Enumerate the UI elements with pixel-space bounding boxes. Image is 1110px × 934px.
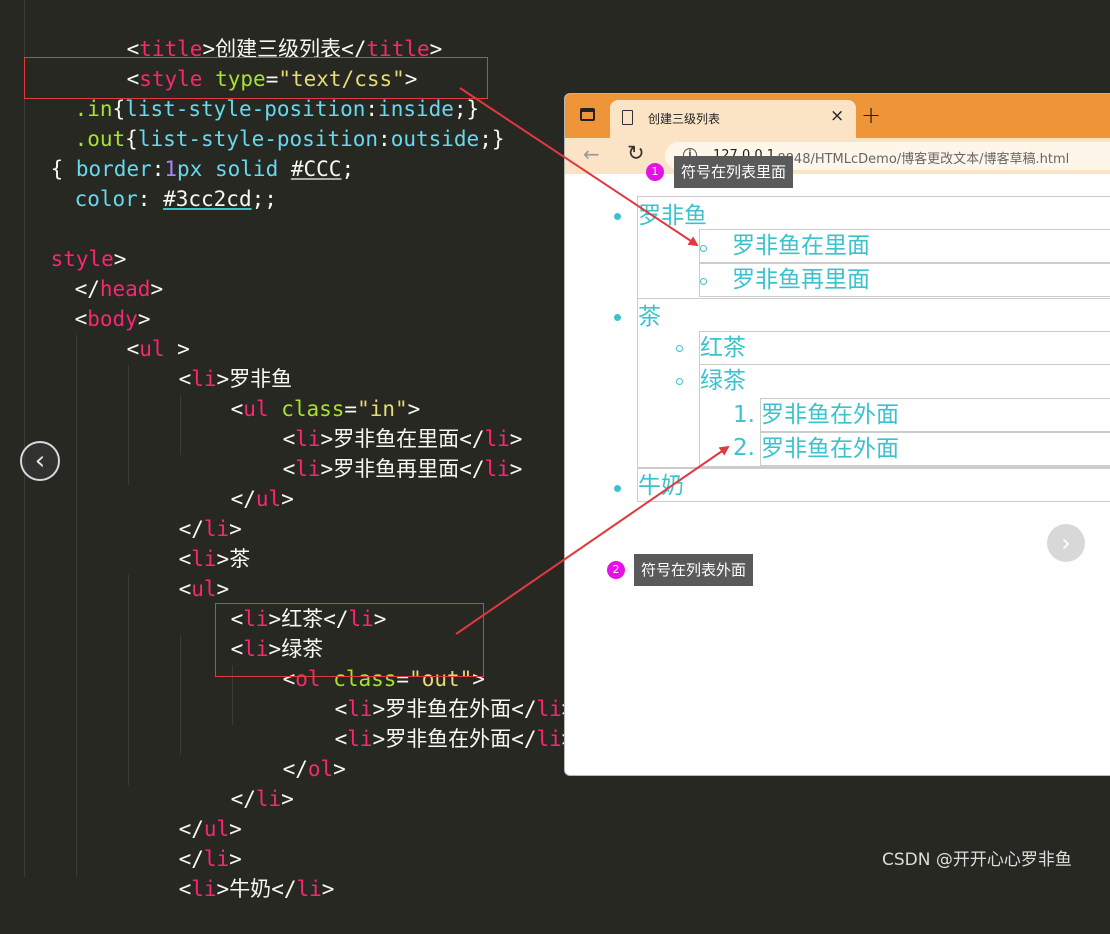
list-item [637, 298, 1110, 468]
code-line: { border:1px solid #CCC; [50, 157, 355, 181]
annotation-box-inside [24, 57, 488, 99]
indent-guide [180, 635, 181, 755]
callout-label: 符号在列表里面 [674, 156, 794, 188]
code-line: </head> [74, 277, 164, 301]
list-item-label: 茶 [638, 304, 661, 330]
url-path: :8848/HTMLcDemo/博客更改文本/博客草稿.html [773, 152, 1070, 167]
bullet-disc [614, 314, 621, 321]
browser-window: 创建三级列表 × + ← ↻ i 127.0.0.1 :8848/HTMLcDe… [564, 93, 1110, 776]
code-text: 红茶 [281, 607, 324, 631]
code-line: </li> [178, 517, 242, 541]
code-line: <li>罗非鱼 [178, 367, 293, 391]
page-icon [622, 110, 633, 125]
list-item [637, 468, 1110, 502]
bullet-circle [700, 278, 707, 285]
bullet-disc [614, 485, 621, 492]
list-item-label: 红茶 [700, 335, 746, 361]
code-line: </li> [230, 787, 294, 811]
code-text: 罗非鱼在外面 [385, 727, 512, 751]
indent-guide [128, 365, 129, 485]
code-line: <li>绿茶 [230, 637, 324, 661]
bullet-circle [676, 345, 683, 352]
code-line: <li>罗非鱼在外面</li> [334, 727, 575, 751]
callout-label: 符号在列表外面 [634, 554, 754, 586]
code-line: <li>牛奶</li> [178, 877, 335, 901]
list-item-label: 罗非鱼在外面 [761, 402, 899, 428]
code-text: 牛奶 [229, 877, 272, 901]
code-line: <ul > [126, 337, 190, 361]
code-editor: <title>创建三级列表</title> <style type="text/… [20, 0, 575, 901]
code-text: 罗非鱼 [229, 367, 293, 391]
list-item-label: 罗非鱼在外面 [761, 436, 899, 462]
chevron-left-icon[interactable]: ‹ [20, 441, 60, 481]
reload-icon[interactable]: ↻ [627, 141, 645, 165]
list-item [699, 263, 1110, 297]
window-icon[interactable] [580, 108, 595, 121]
code-line: <body> [74, 307, 151, 331]
code-text: 罗非鱼在外面 [385, 697, 512, 721]
chevron-right-icon[interactable]: › [1047, 524, 1085, 562]
code-line: <ul> [178, 577, 230, 601]
indent-guide [128, 575, 129, 785]
indent-guide [232, 665, 233, 725]
list-item-label: 绿茶 [700, 368, 746, 394]
code-line: </li> [178, 847, 242, 871]
callout-number: 2 [607, 561, 625, 579]
list-number: 1. [733, 402, 755, 428]
list-item [699, 331, 1110, 365]
list-item-label: 罗非鱼再里面 [732, 267, 870, 293]
bullet-circle [700, 245, 707, 252]
list-item [699, 229, 1110, 263]
code-line: <style type="text/css"> [126, 67, 418, 91]
code-line: <ul class="in"> [230, 397, 421, 421]
code-line: style> [50, 247, 127, 271]
code-text: 茶 [229, 547, 251, 571]
new-tab-button[interactable]: + [861, 101, 882, 129]
browser-tab[interactable]: 创建三级列表 × [610, 100, 856, 138]
list-number: 2. [733, 435, 755, 461]
code-line: <ol class="out"> [282, 667, 485, 691]
annotation-box-outside [215, 603, 484, 677]
bullet-disc [614, 213, 621, 220]
code-line: </ol> [282, 757, 346, 781]
code-line: </ul> [178, 817, 242, 841]
code-text: 罗非鱼在里面 [333, 427, 460, 451]
code-line: <li>罗非鱼在外面</li> [334, 697, 575, 721]
list-item-label: 罗非鱼 [638, 203, 707, 229]
code-line: <li>罗非鱼再里面</li> [282, 457, 523, 481]
watermark: CSDN @开开心心罗非鱼 [882, 850, 1072, 870]
code-line: </ul> [230, 487, 294, 511]
list-item [699, 364, 1110, 467]
code-line: color: #3cc2cd;; [74, 187, 277, 211]
code-text: 罗非鱼再里面 [333, 457, 460, 481]
list-item-label: 罗非鱼在里面 [732, 233, 870, 259]
bullet-circle [676, 378, 683, 385]
page-content: 罗非鱼 罗非鱼在里面 罗非鱼再里面 茶 红茶 绿茶 1. 罗非鱼在外面 2. 罗… [565, 174, 1110, 775]
callout-number: 1 [646, 163, 664, 181]
indent-guide [24, 0, 25, 877]
code-line: <li>茶 [178, 547, 251, 571]
code-line: <li>罗非鱼在里面</li> [282, 427, 523, 451]
list-item-label: 牛奶 [638, 473, 684, 499]
code-line: <title>创建三级列表</title> [126, 37, 443, 61]
indent-guide [180, 395, 181, 455]
code-line: <li>红茶</li> [230, 607, 387, 631]
list-item [760, 398, 1110, 432]
list-item [760, 432, 1110, 466]
tab-title: 创建三级列表 [648, 112, 721, 126]
browser-titlebar: 创建三级列表 × + [565, 94, 1110, 138]
code-text: 绿茶 [281, 637, 324, 661]
close-icon[interactable]: × [830, 106, 845, 126]
indent-guide [76, 335, 77, 877]
back-arrow-icon[interactable]: ← [583, 142, 600, 166]
